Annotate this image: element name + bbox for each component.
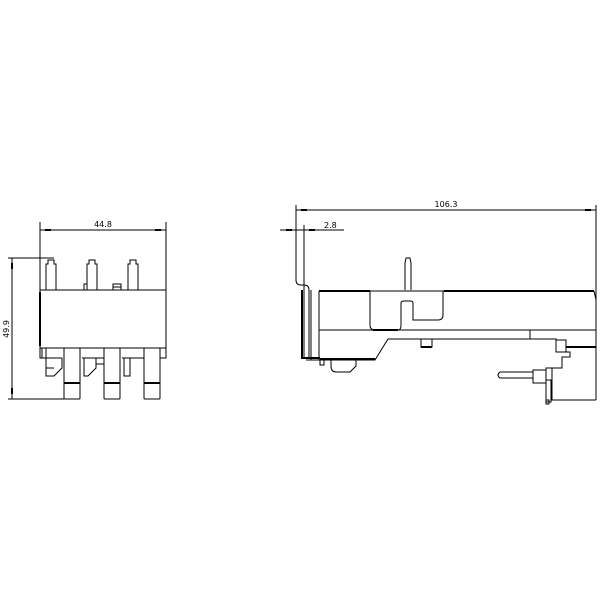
width-dimension-label: 44.8 [94, 220, 112, 229]
side-top-pin [404, 257, 412, 290]
side-body [318, 290, 597, 373]
front-view: 44.8 49.9 [2, 220, 167, 400]
side-view: 106.3 2.8 [280, 200, 597, 405]
mounting-bracket [295, 279, 325, 366]
bottom-terminals [39, 347, 167, 400]
front-body [39, 289, 167, 349]
length-dimension-label: 106.3 [435, 200, 458, 209]
side-terminal [497, 330, 597, 405]
top-pins [45, 259, 139, 291]
offset-dimension: 2.8 [280, 221, 344, 282]
length-dimension: 106.3 [295, 200, 597, 330]
width-dimension: 44.8 [39, 220, 167, 348]
height-dimension-label: 49.9 [2, 320, 11, 338]
offset-dimension-label: 2.8 [324, 221, 337, 230]
height-dimension: 49.9 [2, 257, 64, 400]
